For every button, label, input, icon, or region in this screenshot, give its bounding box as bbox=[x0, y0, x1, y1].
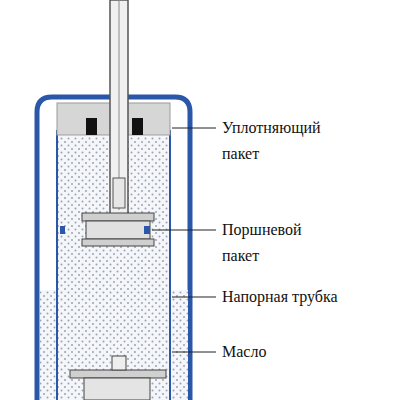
part-label: Уплотняющий пакет bbox=[222, 115, 334, 167]
pressure-tube bbox=[169, 130, 171, 400]
part-label: Напорная трубка bbox=[222, 284, 392, 310]
piston-rod bbox=[110, 0, 128, 232]
pressure-tube bbox=[56, 130, 58, 400]
oil-annulus bbox=[40, 290, 56, 400]
base-valve bbox=[70, 370, 166, 378]
annulus bbox=[40, 140, 56, 290]
part-label: Поршневой пакет bbox=[222, 217, 322, 269]
piston bbox=[86, 221, 150, 239]
piston-valve bbox=[82, 213, 154, 221]
piston-ring bbox=[60, 226, 65, 234]
piston-valve bbox=[82, 239, 154, 246]
seal-ring bbox=[132, 118, 143, 135]
leader-line bbox=[172, 297, 216, 298]
leader-line bbox=[172, 128, 216, 129]
leader-line bbox=[172, 352, 216, 353]
seal-ring bbox=[86, 118, 97, 135]
leader-line bbox=[152, 230, 216, 231]
part-label: Масло bbox=[222, 339, 342, 365]
rod-nut bbox=[113, 178, 125, 208]
oil-annulus bbox=[171, 290, 188, 400]
piston-ring bbox=[144, 226, 150, 234]
base-valve-bolt bbox=[112, 356, 126, 370]
base-valve-body bbox=[84, 378, 150, 400]
